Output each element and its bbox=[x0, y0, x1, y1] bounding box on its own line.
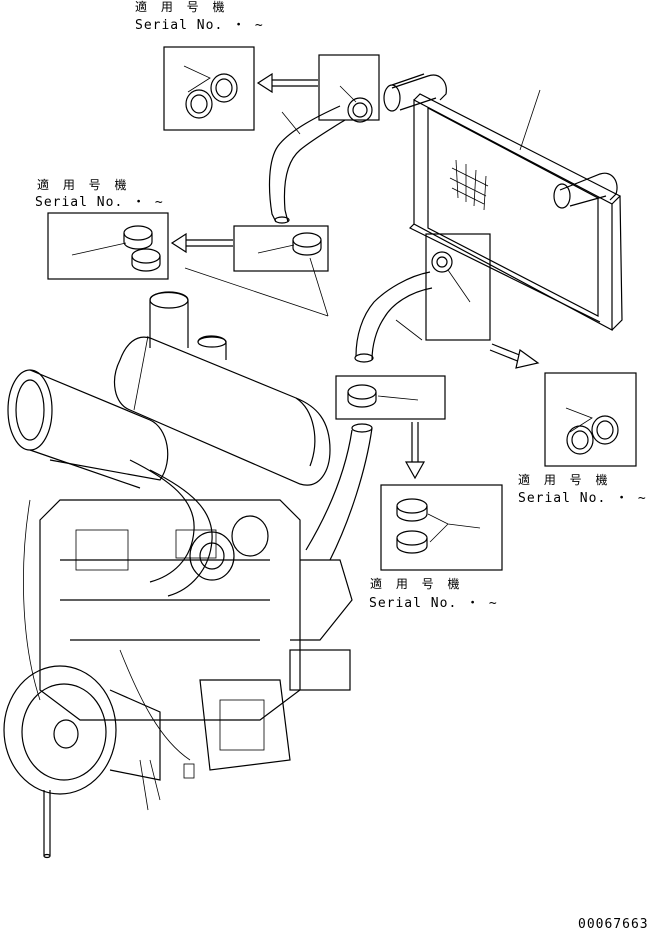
serial-jp-label: 適 用 号 機 bbox=[518, 472, 612, 487]
detail-box-cap-left-small bbox=[233, 225, 329, 272]
hose-clamp-icon bbox=[257, 232, 322, 256]
detail-box-caps-left bbox=[47, 212, 169, 280]
hose-icon bbox=[268, 105, 346, 224]
leader-lines-caps bbox=[184, 257, 329, 317]
serial-no-label: Serial No. ・ ~ bbox=[369, 596, 498, 611]
detail-box-cap-mid bbox=[335, 375, 446, 420]
hose-clamp-icon bbox=[71, 225, 161, 272]
serial-label-right: 適 用 号 機 Serial No. ・ ~ bbox=[518, 472, 647, 506]
serial-no-label: Serial No. ・ ~ bbox=[518, 491, 647, 506]
hose-clamp-icon bbox=[396, 498, 481, 554]
hose-clamp-icon bbox=[183, 65, 238, 119]
serial-jp-label: 適 用 号 機 bbox=[370, 576, 464, 591]
hose-clamp-icon bbox=[565, 407, 619, 455]
detail-box-clamp-small-top bbox=[318, 54, 380, 123]
arrow-diag-right bbox=[489, 343, 540, 369]
arrow-left-top bbox=[256, 72, 318, 94]
drawing-number: 00067663 bbox=[578, 917, 649, 932]
detail-box-clamps-right bbox=[544, 372, 637, 467]
hose-clamp-icon bbox=[347, 384, 419, 408]
serial-label-top: 適 用 号 機 Serial No. ・ ~ bbox=[135, 0, 264, 33]
hose-icon bbox=[354, 271, 433, 363]
arrow-down bbox=[404, 422, 426, 480]
serial-no-label: Serial No. ・ ~ bbox=[35, 195, 164, 210]
radiator-icon bbox=[383, 73, 623, 341]
serial-label-left: 適 用 号 機 Serial No. ・ ~ bbox=[35, 177, 164, 210]
detail-box-clamps-bottom bbox=[380, 484, 503, 571]
detail-box-clamps-top bbox=[163, 46, 255, 131]
hose-clamp-icon bbox=[339, 85, 373, 123]
serial-label-bottom: 適 用 号 機 Serial No. ・ ~ bbox=[369, 576, 498, 611]
arrow-left-mid bbox=[170, 232, 233, 254]
radiator-core-mesh bbox=[449, 159, 489, 211]
serial-no-label: Serial No. ・ ~ bbox=[135, 18, 264, 33]
serial-jp-label: 適 用 号 機 bbox=[37, 177, 131, 192]
engine-assembly-icon bbox=[3, 291, 373, 859]
serial-jp-label: 適 用 号 機 bbox=[135, 0, 229, 14]
